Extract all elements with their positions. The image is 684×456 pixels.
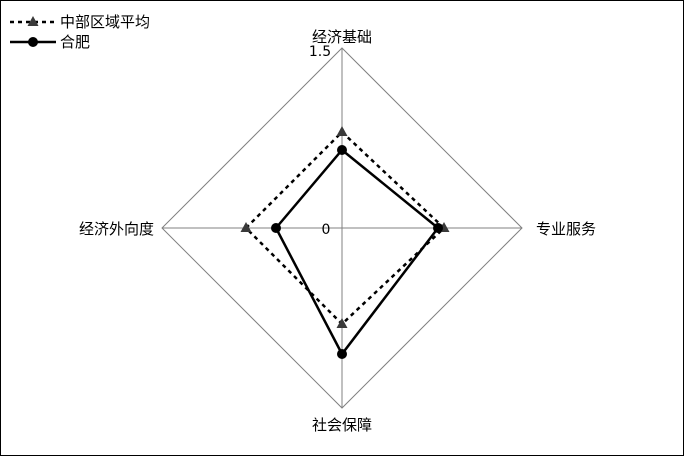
- series-line-hefei: [274, 148, 440, 357]
- tick-label-zero: 0: [322, 222, 331, 238]
- data-point-hefei-3: [271, 223, 281, 233]
- data-point-regional-average-2: [336, 318, 348, 328]
- radar-grid: [161, 47, 523, 409]
- series-regional-average: [240, 126, 450, 328]
- series-hefei: [271, 145, 443, 359]
- data-point-hefei-0: [337, 145, 347, 155]
- data-point-hefei-2: [337, 349, 347, 359]
- axis-label-social-security: 社会保障: [312, 416, 372, 434]
- legend: 中部区域平均 合肥: [10, 13, 150, 51]
- tick-label-max: 1.5: [309, 44, 331, 60]
- legend-label-hefei: 合肥: [60, 33, 90, 51]
- axis-label-economic-openness: 经济外向度: [79, 220, 154, 238]
- axis-label-economic-base: 经济基础: [312, 28, 372, 46]
- legend-triangle-marker: [27, 16, 39, 26]
- data-point-regional-average-3: [240, 222, 252, 232]
- data-point-hefei-1: [433, 223, 443, 233]
- axis-label-professional-services: 专业服务: [536, 220, 596, 238]
- data-point-regional-average-0: [336, 126, 348, 136]
- legend-label-regional-average: 中部区域平均: [60, 13, 150, 31]
- legend-circle-marker: [28, 37, 38, 47]
